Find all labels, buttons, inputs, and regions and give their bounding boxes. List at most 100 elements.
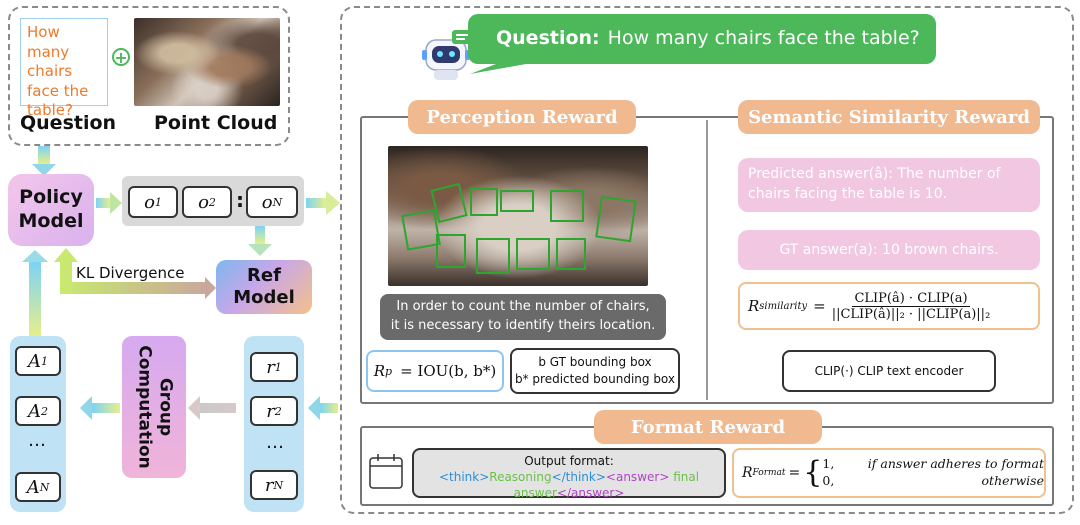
reward-symbol: r	[266, 356, 275, 378]
question-card: How many chairs face the table?	[20, 18, 108, 119]
output-symbol: o	[198, 191, 209, 213]
predicted-line1: Predicted answer(â): The number of	[748, 166, 1001, 182]
ref-label-line2: Model	[233, 287, 295, 308]
point-cloud-label: Point Cloud	[154, 112, 278, 134]
predicted-line2: chairs facing the table is 10.	[748, 186, 948, 203]
calendar-icon	[369, 454, 403, 489]
policy-model-box: Policy Model	[8, 174, 94, 246]
bbox-7	[436, 234, 466, 268]
perception-semantic-frame	[360, 116, 1054, 404]
final-text: final	[669, 470, 700, 485]
question-text: How many chairs face the table?	[27, 23, 89, 119]
output-symbol: o	[261, 191, 273, 213]
semantic-reward-title: Semantic Similarity Reward	[738, 100, 1040, 134]
reward-sub: N	[273, 478, 284, 492]
arrow-group-to-advantages	[80, 396, 120, 420]
input-panel: How many chairs face the table? + Questi…	[8, 6, 290, 146]
question-label: Question	[20, 112, 117, 134]
rsim-eq: =	[813, 297, 826, 315]
advantage-sub: 1	[41, 354, 48, 368]
ref-label-line1: Ref	[247, 265, 281, 287]
advantage-symbol: A	[28, 400, 41, 422]
rp-rhs: = IOU(b, b*)	[400, 362, 497, 380]
case1-condition: if answer adheres to format	[867, 456, 1044, 472]
answer-open-tag: <answer>	[605, 470, 670, 485]
format-reward-title: Format Reward	[594, 410, 822, 444]
rformat-sub: Format	[752, 468, 786, 478]
arrow-panel-to-rewards	[308, 396, 338, 420]
predicted-answer-box: Predicted answer(â): The number of chair…	[738, 158, 1040, 212]
ref-model-box: Ref Model	[216, 260, 312, 314]
rformat-eq: =	[788, 465, 801, 481]
question-banner-label: Question:	[496, 27, 600, 49]
output-format-line2: answer</answer>	[414, 485, 724, 501]
legend-pred: b* predicted bounding box	[514, 371, 676, 386]
reasoning-text: Reasoning	[489, 470, 552, 485]
question-banner: Question: How many chairs face the table…	[496, 20, 920, 56]
answer-word: answer	[513, 486, 557, 501]
bbox-4	[550, 190, 584, 222]
group-computation-box: Group Computation	[122, 336, 186, 478]
rewards-dots: …	[266, 432, 284, 453]
reward-sub: 2	[274, 404, 282, 418]
rsim-denominator: ||CLIP(â)||₂ · ||CLIP(a)||₂	[831, 306, 991, 322]
policy-label-line2: Model	[18, 210, 84, 232]
reward-sub: 1	[274, 360, 282, 374]
output-sub: N	[272, 195, 283, 209]
output-format-box: Output format: <think>Reasoning</think><…	[412, 448, 726, 501]
case2-condition: otherwise	[981, 473, 1044, 488]
caption-line1: In order to count the number of chairs,	[396, 299, 650, 314]
advantage-symbol: A	[26, 476, 40, 498]
rsim-sub: similarity	[759, 300, 808, 312]
output-format-label: Output format:	[524, 454, 614, 468]
bbox-legend-box: b GT bounding box b* predicted bounding …	[510, 348, 680, 394]
output-format-line1: <think>Reasoning</think><answer> final	[414, 469, 724, 485]
think-close-tag: </think>	[551, 470, 606, 485]
gt-answer-box: GT answer(a): 10 brown chairs.	[738, 230, 1040, 270]
arrow-policy-to-outputs	[96, 192, 122, 214]
rformat-case-2: 0, otherwise	[822, 473, 1044, 490]
perception-caption: In order to count the number of chairs, …	[380, 294, 666, 340]
rformat-brace: {	[803, 455, 823, 490]
advantage-sub: 2	[41, 404, 48, 418]
rformat-symbol: R	[742, 465, 753, 481]
robot-icon	[422, 30, 474, 80]
output-symbol: o	[144, 191, 155, 213]
arrow-rewards-to-group	[188, 396, 236, 420]
rsim-fraction: CLIP(â) · CLIP(a) ||CLIP(â)||₂ · ||CLIP(…	[832, 291, 991, 322]
question-banner-text: How many chairs face the table?	[607, 27, 920, 49]
perception-scene-image	[388, 146, 648, 286]
output-sub: 2	[208, 195, 216, 209]
rp-symbol: R	[373, 362, 386, 380]
bbox-3	[500, 190, 534, 212]
bbox-2	[470, 188, 498, 216]
rewards-panel	[340, 6, 1074, 514]
clip-note-text: CLIP(·) CLIP text encoder	[814, 364, 964, 378]
legend-gt: b GT bounding box	[538, 355, 652, 369]
output-ellipsis: :	[236, 188, 244, 212]
think-open-tag: <think>	[438, 470, 490, 485]
reward-symbol: r	[266, 400, 275, 422]
arrow-advantages-to-policy	[22, 250, 48, 336]
plus-icon: +	[112, 48, 130, 66]
arrow-kl-divergence	[54, 248, 216, 299]
clip-note-box: CLIP(·) CLIP text encoder	[782, 350, 996, 392]
arrow-input-to-policy	[32, 146, 56, 176]
group-label-line2: Computation	[134, 345, 154, 469]
bbox-8	[476, 238, 510, 274]
group-computation-label: Group Computation	[133, 345, 175, 469]
caption-line2: it is necessary to identify theirs locat…	[390, 317, 656, 333]
advantage-symbol: A	[28, 350, 41, 372]
case2-value: 0,	[822, 473, 835, 488]
